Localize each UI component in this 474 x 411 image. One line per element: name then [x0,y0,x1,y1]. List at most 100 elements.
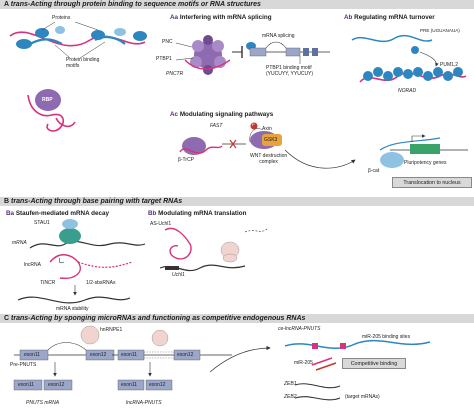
translocation-box: Translocation to nucleus [392,177,472,188]
panel-ab-letter: Ab [344,14,353,21]
exon12-top-b: exon12 [177,352,194,358]
target-mrnas-label: (target mRNAs) [345,394,380,400]
uchl1-label: Uchl1 [172,272,185,278]
hnrnpe1-label: hnRNPE1 [100,327,123,333]
tincr-label: TINCR [40,280,56,286]
competitive-binding-label: Competitive binding [350,360,398,367]
panel-ab-title: Ab Regulating mRNA turnover [344,14,435,21]
rbp-illustration [27,89,76,132]
lncrna-pnuts-label: lncRNA-PNUTS [126,400,162,406]
proteins-on-rna-illustration [9,21,147,59]
btrcp-label: β-TrCP [178,157,195,163]
panel-bb-title: Bb Modulating mRNA translation [148,210,246,217]
protein-blob-4 [91,30,105,40]
section-c-title: trans-Acting by sponging microRNAs and f… [11,315,306,322]
phospho-circle [250,122,258,130]
staufen-illustration [17,219,146,304]
protein-blob-5 [114,28,126,36]
proteins-label: Proteins [52,15,71,21]
translocation-label: Translocation to nucleus [403,179,461,186]
gsk3-protein [262,134,282,146]
panel-ba-letter: Ba [6,210,15,217]
panel-ac-title: Ac Modulating signaling pathways [170,111,273,118]
norad-pum-illustration [351,34,467,83]
exon11-bottom-b: exon11 [121,382,138,388]
section-c-letter: C [4,315,10,322]
panel-aa-title: Aa Interfering with mRNA splicing [170,14,272,21]
protein-blob-2 [35,28,49,38]
bcat-label: β-cat [368,168,380,174]
section-a-title: trans-Acting through protein binding to … [10,1,261,8]
exon12-top-a: exon12 [90,352,107,358]
section-a-header: A trans-Acting through protein binding t… [4,1,261,8]
pre-mrna-splicing [246,41,330,64]
fast-label: FAST [210,123,223,129]
exon11-top-b: exon11 [121,352,138,358]
phospho-label: P [252,122,255,127]
stau1-protein [59,228,81,244]
ptbp1-label: PTBP1 [156,56,172,62]
section-a-band [0,0,474,9]
norad-label: NORAD [398,88,417,94]
exon11-top-a: exon11 [24,352,41,358]
uchl1-illustration [159,227,269,272]
exon11-bottom-a: exon11 [18,382,35,388]
competitive-binding-box: Competitive binding [342,358,406,369]
panel-bb-text: Modulating mRNA translation [158,210,247,217]
lncrna-label: lncRNA [24,262,41,268]
protein-blob-3 [55,26,65,34]
panel-ac-text: Modulating signaling pathways [179,111,274,118]
rbp-label: RBP [42,97,53,103]
ribosome-small [222,253,238,263]
pnuts-illustration [13,325,431,401]
pnuts-mrna-label: PNUTS mRNA [26,400,60,406]
protein-blob-6 [133,31,147,41]
protein-binding-motifs-label: Protein binding motifs [66,57,100,69]
protein-blob-1 [16,39,32,49]
beta-cat-protein [380,152,404,168]
mrna-splicing-label: mRNA splicing [262,33,295,39]
panel-ab-text: Regulating mRNA turnover [354,14,435,21]
mir205-label: miR-205 [294,360,313,366]
pre-motif-label: PRE (UGUANAUA) [420,28,460,33]
section-b-header: B trans-Acting through base pairing with… [4,198,182,205]
pnc-complex [175,35,231,75]
mrna-label: mRNA [12,240,27,246]
signaling-illustration [179,122,468,169]
pum-label: PUM1,2 [440,62,459,68]
stau1-label: STAU1 [34,220,50,226]
pluripotency-gene-box [410,144,440,154]
gsk3-label: GSK3 [264,137,278,143]
panel-aa-letter: Aa [170,14,179,21]
section-c-band [0,314,474,323]
panel-ac-letter: Ac [170,111,179,118]
as-uchl1-label: AS-Uchl1 [150,221,172,227]
section-a-letter: A [4,1,9,8]
ce-lncrna-pnuts-label: ce-lncRNA-PNUTS [278,326,321,332]
sbsrnas-label: 1/2-sbsRNAs [86,280,116,286]
zeb1-label: ZEB1 [284,381,297,387]
ptbp1-motif-label: PTBP1 binding motif (YUCUYY, YYUCUY) [266,65,314,77]
pnctr-label: PNCTR [166,71,184,77]
panel-ba-text: Staufen-mediated mRNA decay [15,210,110,217]
wnt-complex-label: WNT destruction complex [250,153,288,165]
pnc-label: PNC [162,39,173,45]
axin-label: Axin [262,126,272,132]
exon12-bottom-a: exon12 [48,382,65,388]
pre-pnuts-label: Pre-PNUTS [10,362,37,368]
zeb2-label: ZEB2 [284,394,297,400]
section-b-letter: B [4,198,10,205]
panel-ba-title: Ba Staufen-mediated mRNA decay [6,210,109,217]
section-b-title: trans-Acting through base pairing with t… [11,198,183,205]
section-c-header: C trans-Acting by sponging microRNAs and… [4,315,305,322]
exon12-bottom-b: exon12 [149,382,166,388]
rbp-protein [35,89,61,111]
mir205-sites-label: miR-205 binding sites [362,334,411,340]
section-b-band [0,197,474,206]
panel-bb-letter: Bb [148,210,157,217]
panel-aa-text: Interfering with mRNA splicing [179,14,272,21]
hnrnpe1-protein [80,325,100,345]
mrna-stability-label: mRNA stability [56,306,89,312]
pluripotency-label: Pluripotency genes [404,160,447,166]
